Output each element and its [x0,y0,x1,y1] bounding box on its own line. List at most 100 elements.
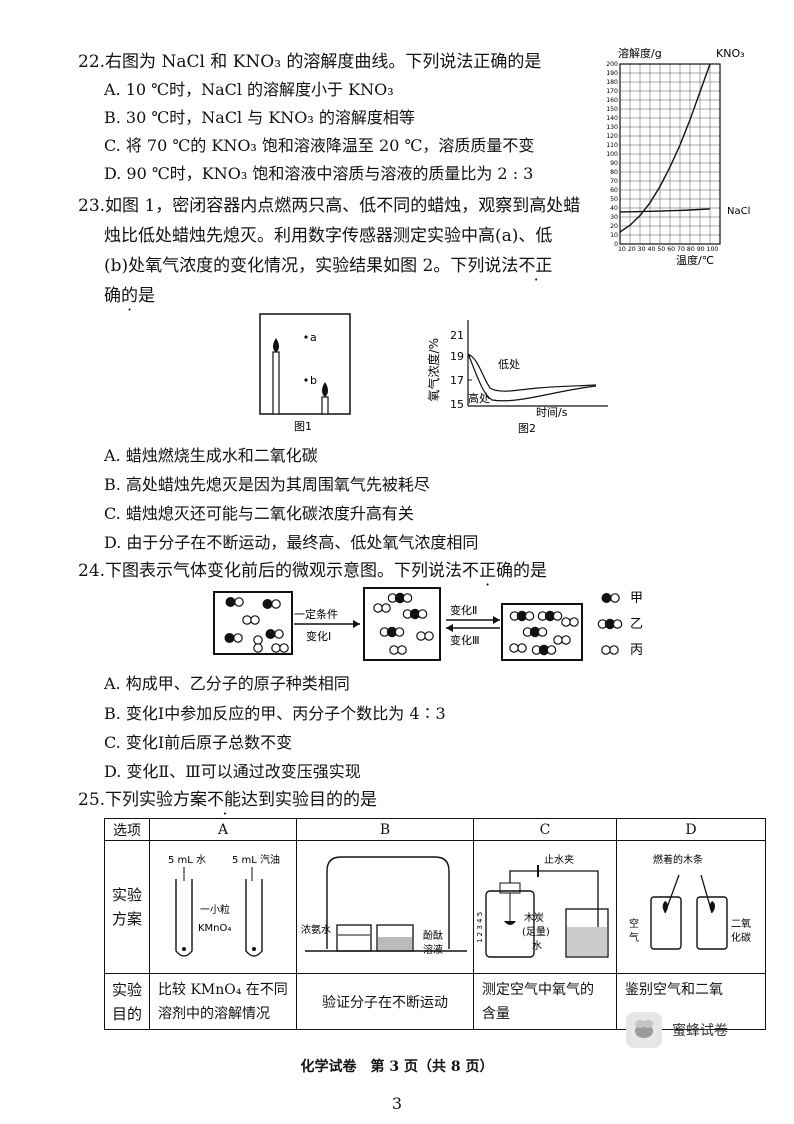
solubility-chart: 溶解度/g KNO₃ NaCl 200190180170160150140130… [606,46,750,267]
plan-b-phenol-label1: 酚酞 [423,929,443,942]
q25-emphasis: 不能 [207,786,241,828]
tall-candle-flame [273,338,279,352]
q23-option-c: C. 蜡烛熄灭还可能与二氧化碳浓度升高有关 [104,504,414,523]
kno3-curve [619,63,711,233]
watermark-text: 蜜蜂试卷 [672,1023,728,1039]
chart-ytick-label: 180 [606,79,618,86]
q25-stem: 25.下列实验方案不能达到实验目的的是 [78,786,377,828]
purpose-a: 比较 KMnO₄ 在不同溶剂中的溶解情况 [149,973,297,1030]
chart-ytick-label: 160 [606,97,618,104]
molecule-yi [379,626,405,638]
chart-plot-frame [619,63,721,245]
chart-ytick-label: 120 [606,133,618,140]
chart-ytick-label: 100 [606,151,618,158]
molecule-yi [522,626,548,638]
row-plan-label-text: 实验方案 [111,886,142,928]
molecule-bing [509,643,527,653]
chart-ytick-label: 60 [610,187,618,194]
q24-stem-end: 的是 [513,561,548,581]
q24-option-c: C. 变化Ⅰ前后原子总数不变 [104,733,293,752]
chart-ylabel: 溶解度/g [618,46,662,60]
chart-xticks: 10 20 30 40 50 60 70 80 90 100 [618,246,718,253]
molecule-yi [402,608,428,620]
plan-a-cell: 5 mL 水 5 mL 汽油 一小粒 KMnO₄ [149,840,297,974]
arrow1-top-label: 一定条件 [294,607,338,621]
gas-bottle [485,890,535,958]
flame-air [662,901,668,913]
box-after [501,603,583,661]
row-plan-label: 实验方案 [104,840,150,974]
sealed-container [259,313,351,415]
q23-option-a: A. 蜡烛燃烧生成水和二氧化碳 [104,446,318,465]
plan-c-marks: 1 2 3 4 5 [476,912,484,943]
chart-ytick-labels: 2001901801701601501401301201101009080706… [606,61,618,248]
sensor-a-label: a [310,331,317,344]
chart-ytick-label: 40 [610,205,618,212]
chart-ytick-label: 150 [606,106,618,113]
molecule-diagram: 一定条件 变化Ⅰ 变化Ⅱ 变化Ⅲ 甲 乙 丙 [213,587,643,661]
purpose-d-line1: 鉴别空气和二氧 [625,982,723,998]
plan-a-diagram: 5 mL 水 5 mL 汽油 一小粒 KMnO₄ [168,853,280,957]
row-purpose-label-text: 实验目的 [111,980,142,1023]
plan-d-diagram: 燃着的木条 空 气 二氧 化碳 [629,853,751,950]
purpose-a-line1: 比较 KMnO₄ 在不同 [158,981,288,998]
sensor-a-dot [304,335,308,339]
figure-2-caption: 图2 [518,422,536,435]
molecule-yi [537,610,563,622]
q23-emphasis-not-correct: 不正 [518,252,552,294]
fig2-low-curve [467,353,597,392]
short-candle [321,396,329,415]
plan-d-stick-label: 燃着的木条 [653,853,703,866]
chart-ytick-label: 70 [610,178,618,185]
header-b: B [296,818,474,841]
nacl-curve [619,208,711,213]
molecule-jia [223,632,243,644]
purpose-a-line2: 溶剂中的溶解情况 [158,1005,270,1022]
molecule-jia [224,596,244,608]
chart-ytick-label: 20 [610,223,618,230]
q22-option-d: D. 90 ℃时，KNO₃ 饱和溶液中溶质与溶液的质量比为 2 : 3 [104,164,534,183]
box-middle [363,587,441,661]
q22-option-c: C. 将 70 ℃的 KNO₃ 饱和溶液降温至 20 ℃，溶质质量不变 [104,136,535,155]
plan-b-diagram: 浓氨水 酚酞 溶液 [301,856,467,956]
q22-stem: 22.右图为 NaCl 和 KNO₃ 的溶解度曲线。下列说法正确的是 [78,52,542,72]
q22-option-a: A. 10 ℃时，NaCl 的溶解度小于 KNO₃ [104,80,394,99]
molecule-bing [389,645,407,655]
chart-ytick-label: 80 [610,169,618,176]
q24-stem: 24.下图表示气体变化前后的微观示意图。下列说法不正确的是 [78,557,548,599]
sensor-b-dot [304,378,308,382]
purpose-c-line2: 含量 [482,1005,510,1022]
plan-d-cell: 燃着的木条 空 气 二氧 化碳 [616,840,766,974]
plan-d-co2-label2: 化碳 [731,931,751,944]
arrow2-head [493,616,500,624]
q23-stem-line3: (b)处氧气浓度的变化情况，实验结果如图 2。下列说法不正 [104,252,552,294]
plan-c-water-label: 水 [532,940,542,952]
table-row-plan: 实验方案 5 mL 水 5 mL 汽油 一小粒 KMnO₄ [104,840,766,974]
molecule-bing [553,635,571,645]
short-candle-flame [322,382,328,397]
chart-grid [619,63,721,245]
q24-emphasis: 不正确 [462,557,513,599]
legend-jia-label: 甲 [630,591,643,606]
plan-b-phenol-label2: 溶液 [423,943,443,956]
fig2-xlabel: 时间/s [536,406,568,419]
molecule-yi [387,592,413,604]
legend-yi-molecule [597,618,623,630]
chart-label-kno3: KNO₃ [716,47,745,60]
test-tube-left [175,879,193,957]
bottle-co2 [696,896,728,950]
plan-c-diagram: 止水夹 1 2 3 4 5 木炭 (足量) 水 [476,853,609,958]
molecule-bing [242,615,260,625]
fig2-ytick-17: 17 [450,374,464,387]
q23-option-b: B. 高处蜡烛先熄灭是因为其周围氧气先被耗尽 [104,475,430,494]
arrow3-head [446,624,453,632]
fig2-ytick-15: 15 [450,398,464,411]
purpose-b: 验证分子在不断运动 [296,973,474,1030]
bee-icon [635,1020,653,1038]
table-header-row: 选项 A B C D [104,818,766,841]
arrow1-head [353,620,360,628]
figure-2: 氧气浓度/% 21 19 17 15 低处 高处 时间/s 图2 [426,320,608,435]
arrow1-bottom-label: 变化Ⅰ [306,629,331,643]
q23-stem-line1: 23.如图 1，密闭容器内点燃两只高、低不同的蜡烛，观察到高处蜡 [78,196,581,216]
plan-b-ammonia-label: 浓氨水 [301,923,331,936]
